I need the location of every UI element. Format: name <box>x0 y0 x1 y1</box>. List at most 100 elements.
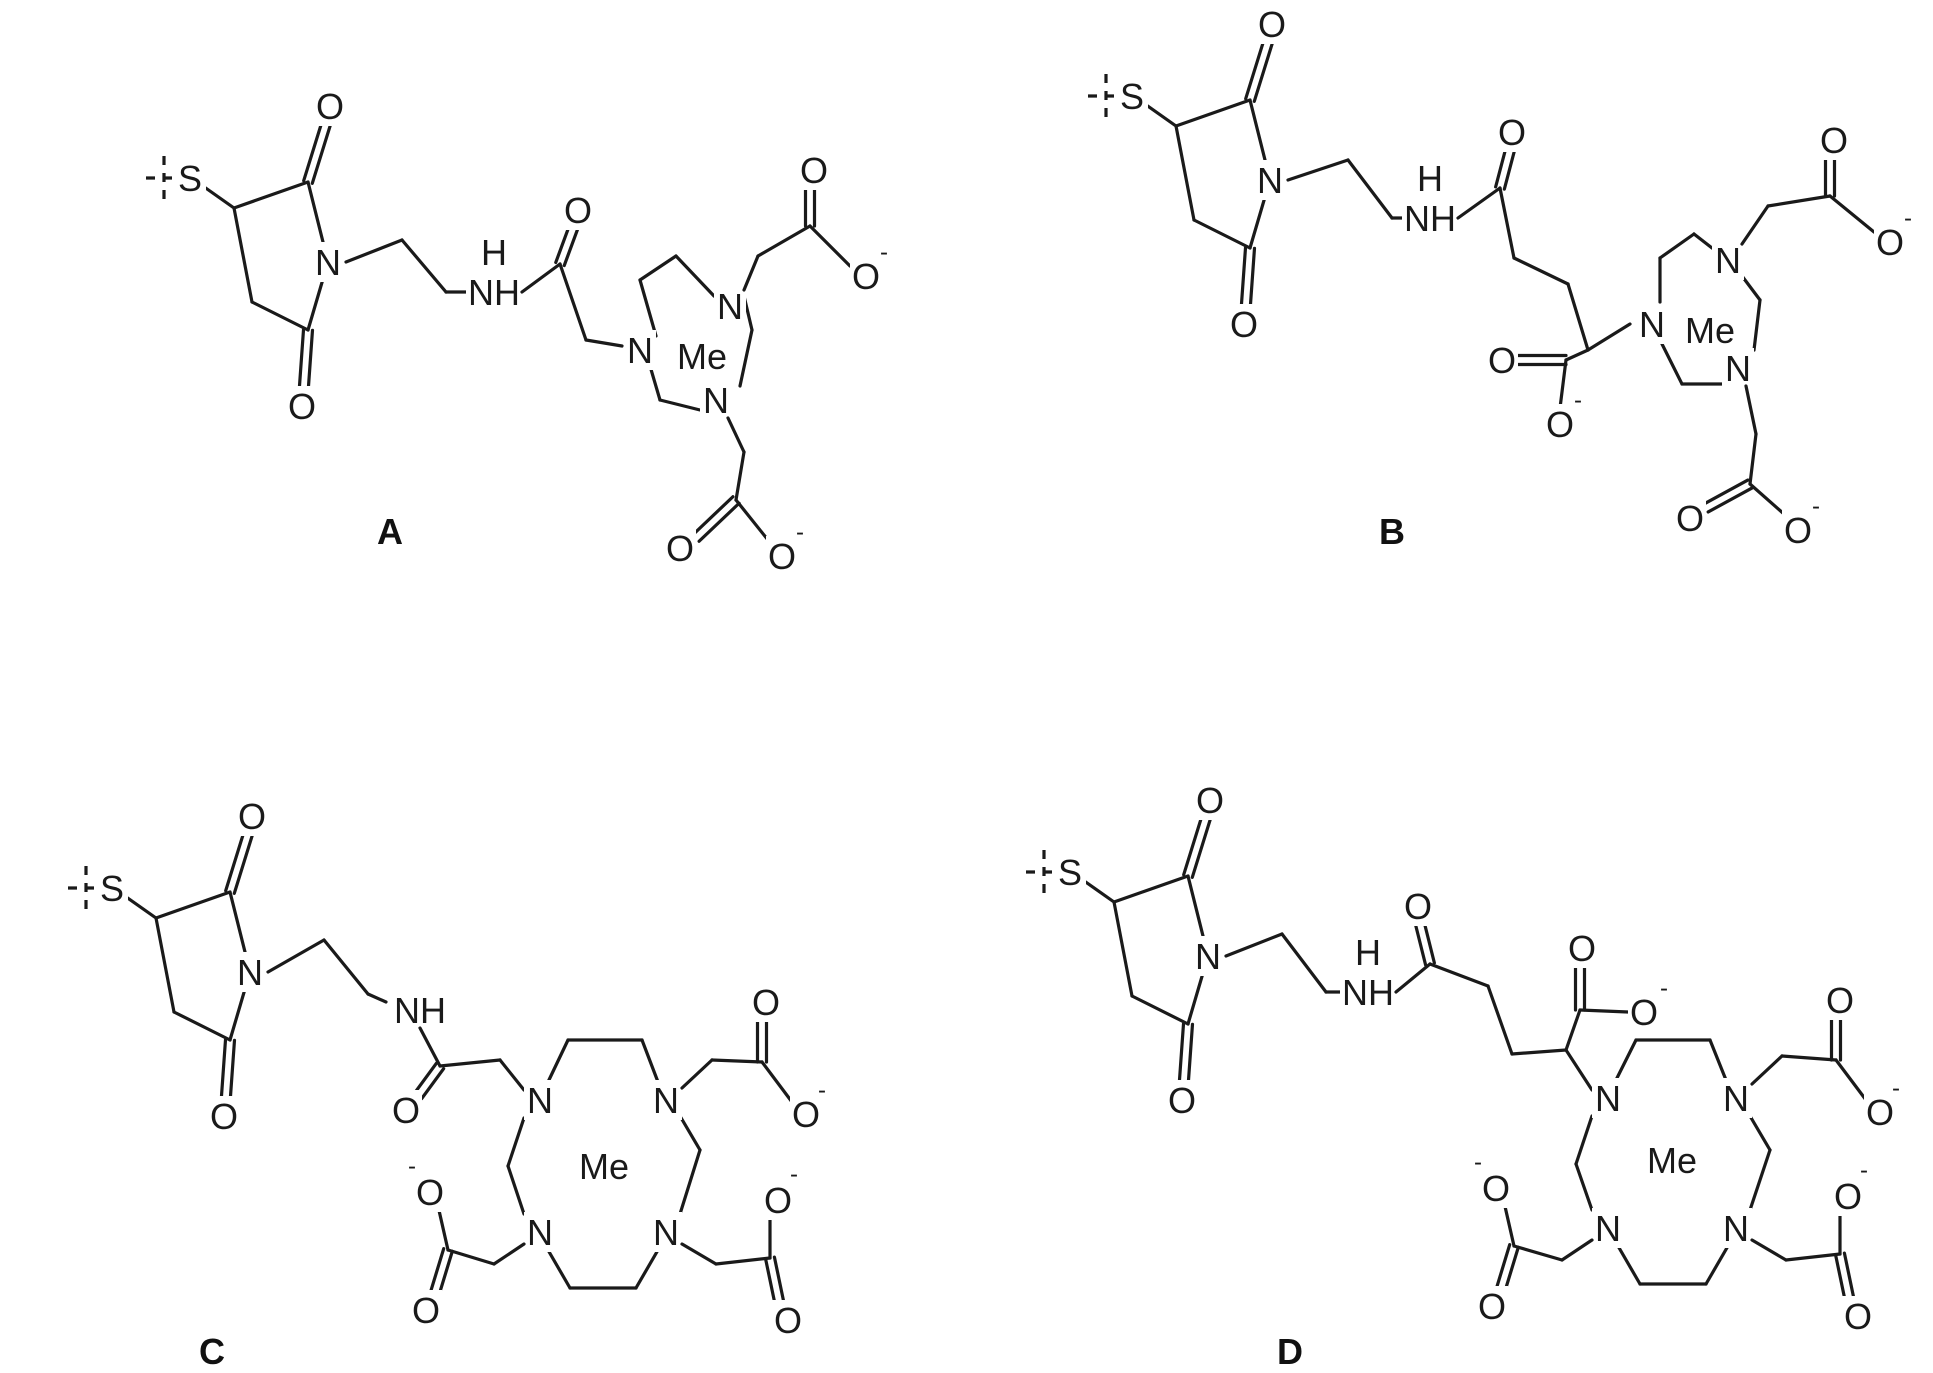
sulfur-atom: S <box>1120 76 1144 117</box>
bond <box>640 1038 660 1084</box>
metal-label: Me <box>579 1146 629 1187</box>
bond <box>1574 1162 1594 1212</box>
atom-mask <box>1842 1296 1874 1336</box>
bond <box>1346 158 1394 220</box>
carboxyl-oxygen: O <box>800 150 828 191</box>
atom-mask <box>790 1094 822 1134</box>
carbonyl-bond <box>232 833 254 895</box>
carboxyl-oxygen: O <box>1676 498 1704 539</box>
carbonyl-bond <box>1842 1251 1857 1303</box>
bond <box>558 262 588 342</box>
bond <box>1564 1008 1582 1052</box>
bond <box>1692 232 1714 250</box>
bond <box>1112 900 1134 998</box>
charge-minus: - <box>1812 493 1820 520</box>
atom-mask <box>478 232 510 272</box>
bond <box>1708 1038 1728 1082</box>
atom-mask <box>1116 76 1148 116</box>
atom-mask <box>1592 1078 1624 1118</box>
atom-mask <box>236 796 268 836</box>
bond <box>1704 1244 1730 1286</box>
ring-nitrogen: N <box>1595 1078 1621 1119</box>
atom-mask <box>1818 120 1850 160</box>
bond <box>418 1026 442 1068</box>
carboxylate-oxygen: O <box>1784 510 1812 551</box>
bond <box>492 1242 526 1266</box>
bond <box>400 238 448 294</box>
bond <box>344 238 404 264</box>
carbonyl-bond <box>554 222 572 265</box>
atom-mask <box>1228 304 1260 344</box>
atom-mask <box>96 868 128 908</box>
oxygen-atom: O <box>1230 304 1258 345</box>
bond <box>1574 1114 1594 1166</box>
ring-nitrogen: N <box>527 1080 553 1121</box>
ring-nitrogen: N <box>1725 348 1751 389</box>
atom-mask <box>1476 1286 1508 1326</box>
amide-oxygen: O <box>564 190 592 231</box>
charge-minus: - <box>1904 205 1912 232</box>
atom-mask <box>286 386 318 426</box>
carboxyl-oxygen: O <box>412 1290 440 1331</box>
atom-mask <box>650 1212 682 1252</box>
atom-mask <box>798 150 830 190</box>
bond <box>1748 432 1758 486</box>
bond <box>1750 1054 1784 1086</box>
bond <box>1428 962 1490 988</box>
caption-d: D <box>1277 1331 1303 1372</box>
caption-b: B <box>1379 511 1405 552</box>
carbonyl-bond <box>297 328 306 388</box>
charge-minus: - <box>1660 975 1668 1002</box>
carboxylate-bond <box>1502 1200 1516 1248</box>
carbonyl-bond <box>1414 923 1428 967</box>
metal-label: Me <box>677 336 727 377</box>
oxygen-atom: O <box>1258 4 1286 45</box>
bond <box>738 328 754 388</box>
bond <box>726 416 746 454</box>
carbonyl-bond <box>1252 41 1274 103</box>
atom-mask <box>714 286 746 326</box>
sulfur-atom: S <box>1058 852 1082 893</box>
bond <box>1748 1148 1772 1212</box>
atom-mask <box>1712 240 1744 280</box>
atom-mask <box>1402 198 1458 238</box>
atom-mask <box>466 272 522 312</box>
charge-minus: - <box>1892 1075 1900 1102</box>
atom-mask <box>234 952 266 992</box>
bond <box>634 1248 660 1290</box>
caption-a: A <box>377 511 403 552</box>
atom-mask <box>1194 780 1226 820</box>
bond <box>366 992 388 1004</box>
atom-mask <box>1166 1080 1198 1120</box>
sulfur-atom: S <box>100 868 124 909</box>
atom-mask <box>1628 992 1660 1032</box>
bond <box>1174 124 1196 222</box>
bond <box>1740 274 1762 302</box>
bond <box>1394 962 1432 994</box>
bond <box>678 1148 702 1216</box>
carboxylate-bond <box>1828 194 1876 234</box>
atom-mask <box>410 1290 442 1330</box>
bond <box>742 254 760 292</box>
bond <box>1564 1048 1594 1092</box>
ring-nitrogen: N <box>703 380 729 421</box>
carbonyl-bond <box>228 1038 237 1098</box>
bond <box>1486 984 1514 1056</box>
carbonyl-bond <box>1422 921 1436 965</box>
bond <box>638 254 678 282</box>
ring-nitrogen: N <box>1715 240 1741 281</box>
bond <box>546 1038 570 1084</box>
atom-mask <box>414 1172 446 1212</box>
carbonyl-bond <box>428 1247 446 1297</box>
bond <box>1456 186 1502 220</box>
atom-mask <box>664 528 696 568</box>
carbonyl-bond <box>302 121 324 183</box>
oxygen-atom: O <box>1168 1080 1196 1121</box>
carboxylate-bond <box>1578 1008 1630 1014</box>
amide-nh: NH <box>394 990 446 1031</box>
amide-hydrogen: H <box>1417 158 1443 199</box>
charge-minus: - <box>790 1161 798 1188</box>
